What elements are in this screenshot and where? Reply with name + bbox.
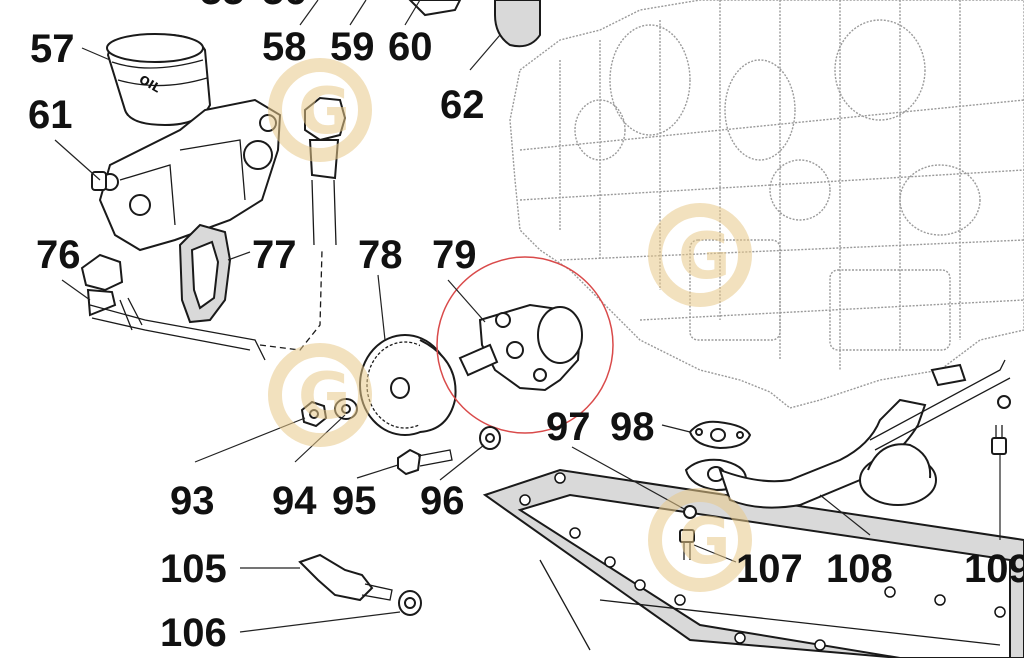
part-94-washer <box>334 398 358 420</box>
watermark-group: G G G G <box>268 58 752 592</box>
callout-98[interactable]: 98 <box>610 405 655 449</box>
callout-60[interactable]: 60 <box>388 25 433 69</box>
callout-58[interactable]: 58 <box>262 25 307 69</box>
callout-94[interactable]: 94 <box>272 479 317 523</box>
part-95-bolt <box>397 448 453 476</box>
callout-93[interactable]: 93 <box>170 479 215 523</box>
callout-97[interactable]: 97 <box>546 405 591 449</box>
part-105-pressure-switch <box>298 553 393 602</box>
callout-95[interactable]: 95 <box>332 479 377 523</box>
watermark-icon: G <box>268 343 372 447</box>
callout-96[interactable]: 96 <box>420 479 465 523</box>
part-57-oil-filter: OIL <box>106 33 212 127</box>
callout-76[interactable]: 76 <box>36 233 81 277</box>
watermark-letter: G <box>298 360 351 434</box>
watermark-letter: G <box>678 220 731 294</box>
part-60-fitting <box>408 0 462 17</box>
callout-105[interactable]: 105 <box>160 547 227 591</box>
callout-56[interactable]: 56 <box>262 0 307 13</box>
callout-106[interactable]: 106 <box>160 611 227 655</box>
part-109-bolt <box>991 395 1011 455</box>
part-62-gasket <box>494 0 541 48</box>
callout-61[interactable]: 61 <box>28 93 73 137</box>
part-79-oil-pump <box>436 256 614 434</box>
callout-62[interactable]: 62 <box>440 83 485 127</box>
callout-78[interactable]: 78 <box>358 233 403 277</box>
callout-55[interactable]: 55 <box>200 0 245 13</box>
callout-labels: 55 56 57 58 59 60 61 62 76 77 78 79 93 9… <box>28 0 1024 655</box>
part-98-flange-gasket <box>688 420 752 450</box>
watermark-letter: G <box>678 505 731 579</box>
part-107-bolt <box>679 529 695 560</box>
watermark-icon: G <box>648 488 752 592</box>
part-96-washer <box>479 426 501 450</box>
callout-77[interactable]: 77 <box>252 233 297 277</box>
part-108-oil-pickup-tube <box>718 359 1011 509</box>
callout-59[interactable]: 59 <box>330 25 375 69</box>
callout-109[interactable]: 109 <box>964 547 1024 591</box>
oil-pan-gasket <box>482 468 1024 658</box>
part-61-pump-body <box>91 98 282 252</box>
watermark-letter: G <box>298 75 351 149</box>
part-93-nut <box>300 400 328 428</box>
watermark-icon: G <box>268 58 372 162</box>
gasket-bolt-holes <box>519 472 1006 651</box>
callout-107[interactable]: 107 <box>736 547 803 591</box>
callout-108[interactable]: 108 <box>826 547 893 591</box>
part-76-oil-pipe <box>80 249 323 361</box>
engine-block <box>509 0 1024 409</box>
callout-57[interactable]: 57 <box>30 27 75 71</box>
part-77-gasket <box>178 223 232 324</box>
callout-79[interactable]: 79 <box>432 233 477 277</box>
part-106-washer <box>398 590 422 616</box>
part-78-gear <box>359 334 457 436</box>
watermark-icon: G <box>648 203 752 307</box>
highlight-circle <box>436 256 614 434</box>
